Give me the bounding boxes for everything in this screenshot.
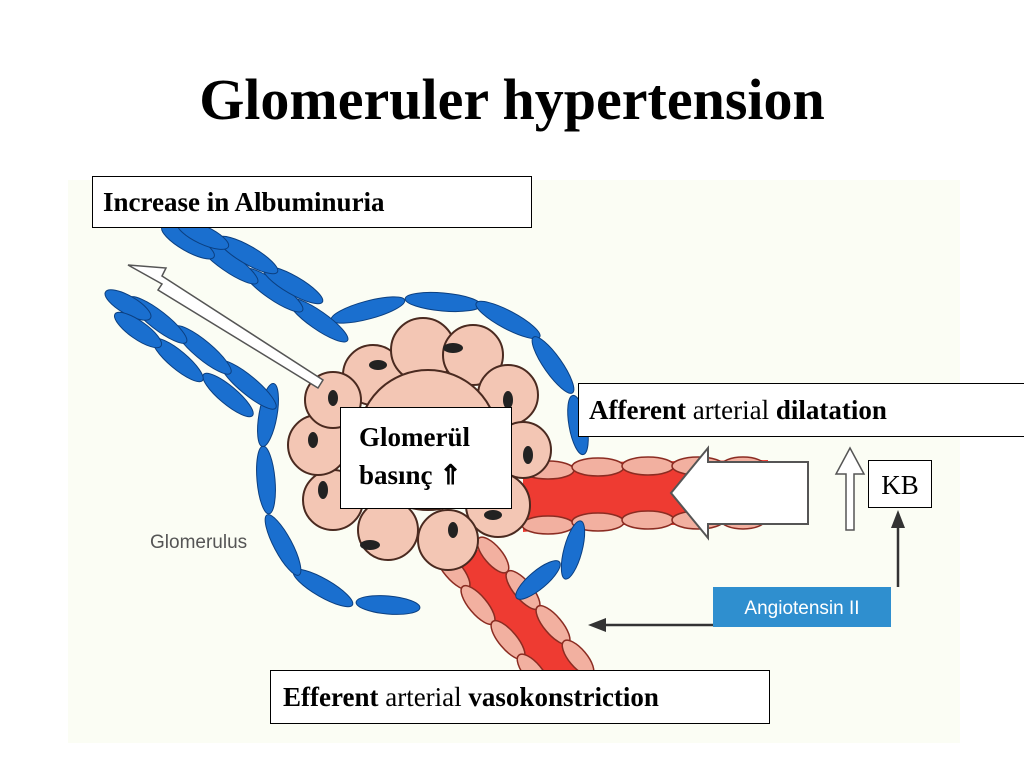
glomerulus-illustration: Angiotensin II Glomerulus <box>68 180 960 743</box>
glomerul-line2: basınç ⇑ <box>359 456 493 494</box>
kb-box: KB <box>868 460 932 508</box>
angiotensin-box <box>713 587 891 627</box>
vasokonstriction-word: vasokonstriction <box>468 682 659 712</box>
bowman-capsule <box>104 220 589 615</box>
dilatation-word: dilatation <box>775 395 887 425</box>
arterial-word: arterial <box>378 682 469 712</box>
slide-title: Glomeruler hypertension <box>199 67 825 132</box>
albuminuria-arrow <box>127 264 325 390</box>
efferent-word: Efferent <box>283 682 379 712</box>
albuminuria-box: Increase in Albuminuria <box>92 176 532 228</box>
dilatation-arrow <box>669 445 809 541</box>
tuft-nuclei <box>308 343 533 550</box>
efferent-arteriole <box>435 536 595 691</box>
basinc-word: basınç <box>359 460 433 490</box>
arterial-word: arterial <box>685 395 776 425</box>
efferent-vasoconstriction-box: Efferent arterial vasokonstriction <box>270 670 770 724</box>
kb-up-arrow <box>834 446 866 531</box>
glomerular-pressure-box: Glomerül basınç ⇑ <box>340 407 512 509</box>
afferent-dilatation-box: Afferent arterial dilatation <box>578 383 1024 437</box>
glomerulus-label: Glomerulus <box>150 532 247 553</box>
glomerulus-drawing: Angiotensin II Glomerulus <box>104 220 905 691</box>
angiotensin-label: Angiotensin II <box>744 598 859 619</box>
up-double-arrow-icon: ⇑ <box>439 460 462 490</box>
glomerul-line1: Glomerül <box>359 422 470 452</box>
afferent-word: Afferent <box>589 395 686 425</box>
